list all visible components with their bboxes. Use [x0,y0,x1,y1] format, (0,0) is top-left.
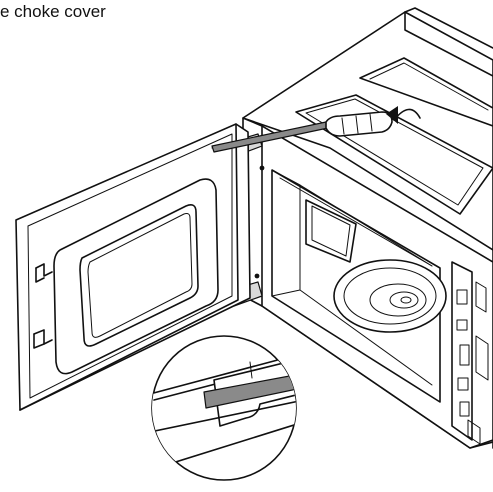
detail-magnifier [151,335,297,481]
cavity-back-window [305,199,357,263]
screwdriver [211,111,393,153]
door-window [53,178,219,375]
door-latch-top [35,263,53,283]
caption-text: e choke cover [0,2,106,21]
door-latch-bottom [33,329,53,349]
control-panel-edge [451,261,489,445]
front-screw-bottom [254,273,260,279]
rotate-arrow-icon [386,106,421,124]
front-screw-top [259,165,265,171]
turntable [333,259,447,333]
top-rear-panel [359,57,493,127]
